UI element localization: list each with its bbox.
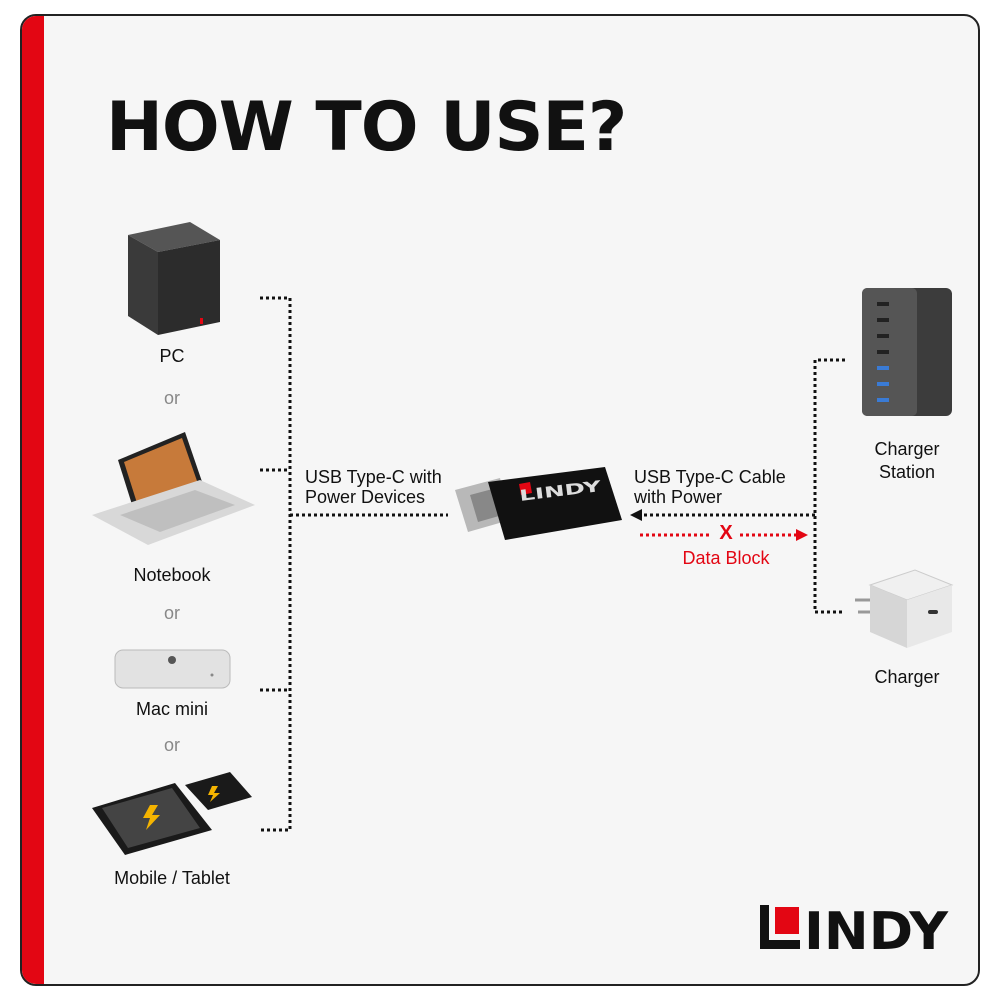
charger-station-line1: Charger: [874, 439, 940, 459]
left-connection-label: USB Type-C with Power Devices: [305, 467, 442, 507]
page-title: HOW TO USE?: [106, 88, 627, 167]
lindy-logo-graphic: INDY: [760, 905, 949, 949]
pc-tower-icon: [128, 222, 220, 335]
or-label: or: [163, 735, 181, 755]
or-label: or: [163, 388, 181, 408]
pc-label: PC: [159, 346, 185, 366]
left-connector-lines: [260, 296, 845, 832]
lindy-logo: INDY: [760, 905, 950, 949]
notebook-label: Notebook: [133, 565, 211, 585]
mobile-tablet-icon: [92, 772, 252, 855]
charger-station-line2: Station: [878, 462, 936, 482]
mac-mini-label: Mac mini: [135, 699, 209, 719]
arrow-right-icon: [796, 529, 808, 541]
arrow-left-icon: [630, 509, 642, 521]
or-label: or: [163, 603, 181, 623]
right-connection-line1: USB Type-C Cable: [634, 467, 786, 487]
charger-label: Charger: [874, 667, 940, 687]
right-connection-label: USB Type-C Cable with Power: [634, 467, 786, 507]
notebook-icon: [92, 432, 255, 545]
charger-station-label: Charger Station: [874, 438, 939, 484]
left-connection-line2: Power Devices: [305, 487, 426, 507]
data-block-label: Data Block: [682, 548, 770, 568]
right-connection-line2: with Power: [634, 487, 723, 507]
mac-mini-icon: [114, 649, 231, 689]
charger-station-icon: [862, 288, 952, 416]
data-block-x-icon: X: [719, 522, 733, 544]
usb-c-adapter-icon: LINDY: [455, 467, 622, 540]
svg-text:INDY: INDY: [804, 905, 949, 949]
red-accent-bar: [22, 16, 44, 984]
left-connection-line1: USB Type-C with: [305, 467, 442, 487]
charger-icon: [855, 569, 954, 648]
mobile-tablet-label: Mobile / Tablet: [114, 868, 230, 888]
